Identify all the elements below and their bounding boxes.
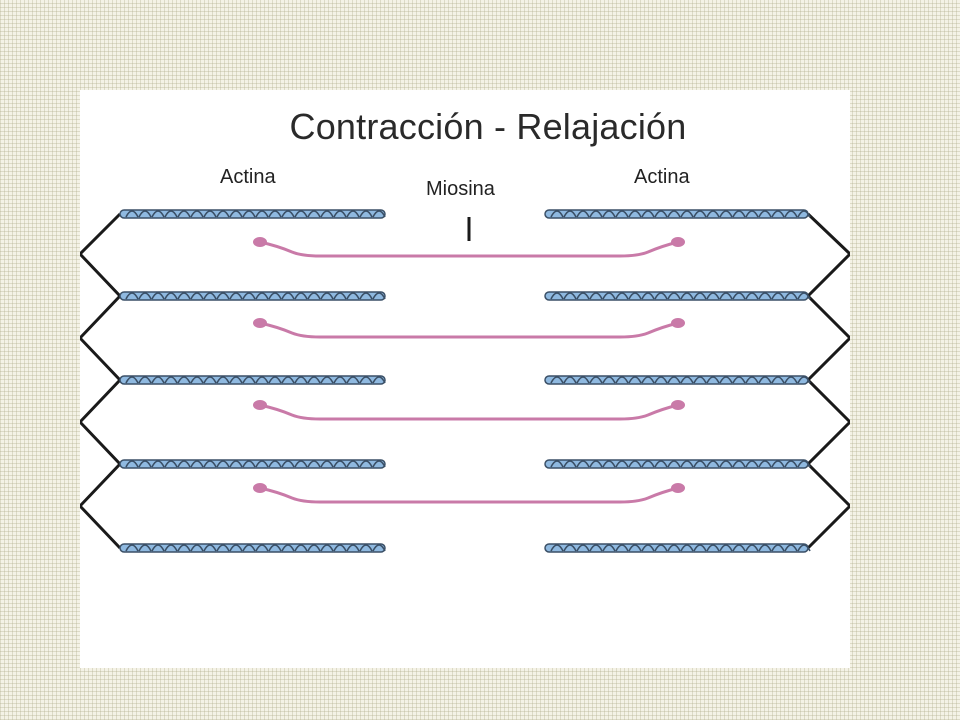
actin-filament-right-4: [544, 459, 811, 469]
myosin-filaments: [253, 237, 685, 504]
myosin-head-4-right: [671, 483, 685, 493]
myosin-head-3-left: [253, 400, 267, 410]
myosin-head-1-right: [671, 237, 685, 247]
actin-filament-right-5: [544, 543, 811, 553]
label-actina-left: Actina: [220, 166, 276, 188]
myosin-head-3-right: [671, 400, 685, 410]
actin-filament-left-2: [119, 291, 386, 301]
actin-filament-left-4: [119, 459, 386, 469]
myosin-filament-2: [259, 321, 679, 339]
actin-filament-left-1: [119, 209, 386, 219]
label-actina-right: Actina: [634, 166, 690, 188]
myosin-head-2-left: [253, 318, 267, 328]
sarcomere-diagram: [80, 209, 850, 553]
myosin-filament-4: [259, 486, 679, 504]
myosin-filament-1: [259, 240, 679, 258]
myosin-filament-3: [259, 403, 679, 421]
actin-filament-right-2: [544, 291, 811, 301]
myosin-head-4-left: [253, 483, 267, 493]
diagram-title: Contracción - Relajación: [289, 106, 687, 147]
actin-filament-right-3: [544, 375, 811, 385]
diagram-panel: Contracción - Relajación Actina Miosina …: [80, 90, 850, 668]
z-line-right: [805, 212, 850, 550]
actin-filament-left-3: [119, 375, 386, 385]
actin-filament-right-1: [544, 209, 811, 219]
actin-filaments: [119, 209, 811, 553]
actin-filament-left-5: [119, 543, 386, 553]
z-line-left: [80, 212, 123, 550]
myosin-head-1-left: [253, 237, 267, 247]
label-miosina: Miosina: [426, 178, 495, 200]
myosin-head-2-right: [671, 318, 685, 328]
